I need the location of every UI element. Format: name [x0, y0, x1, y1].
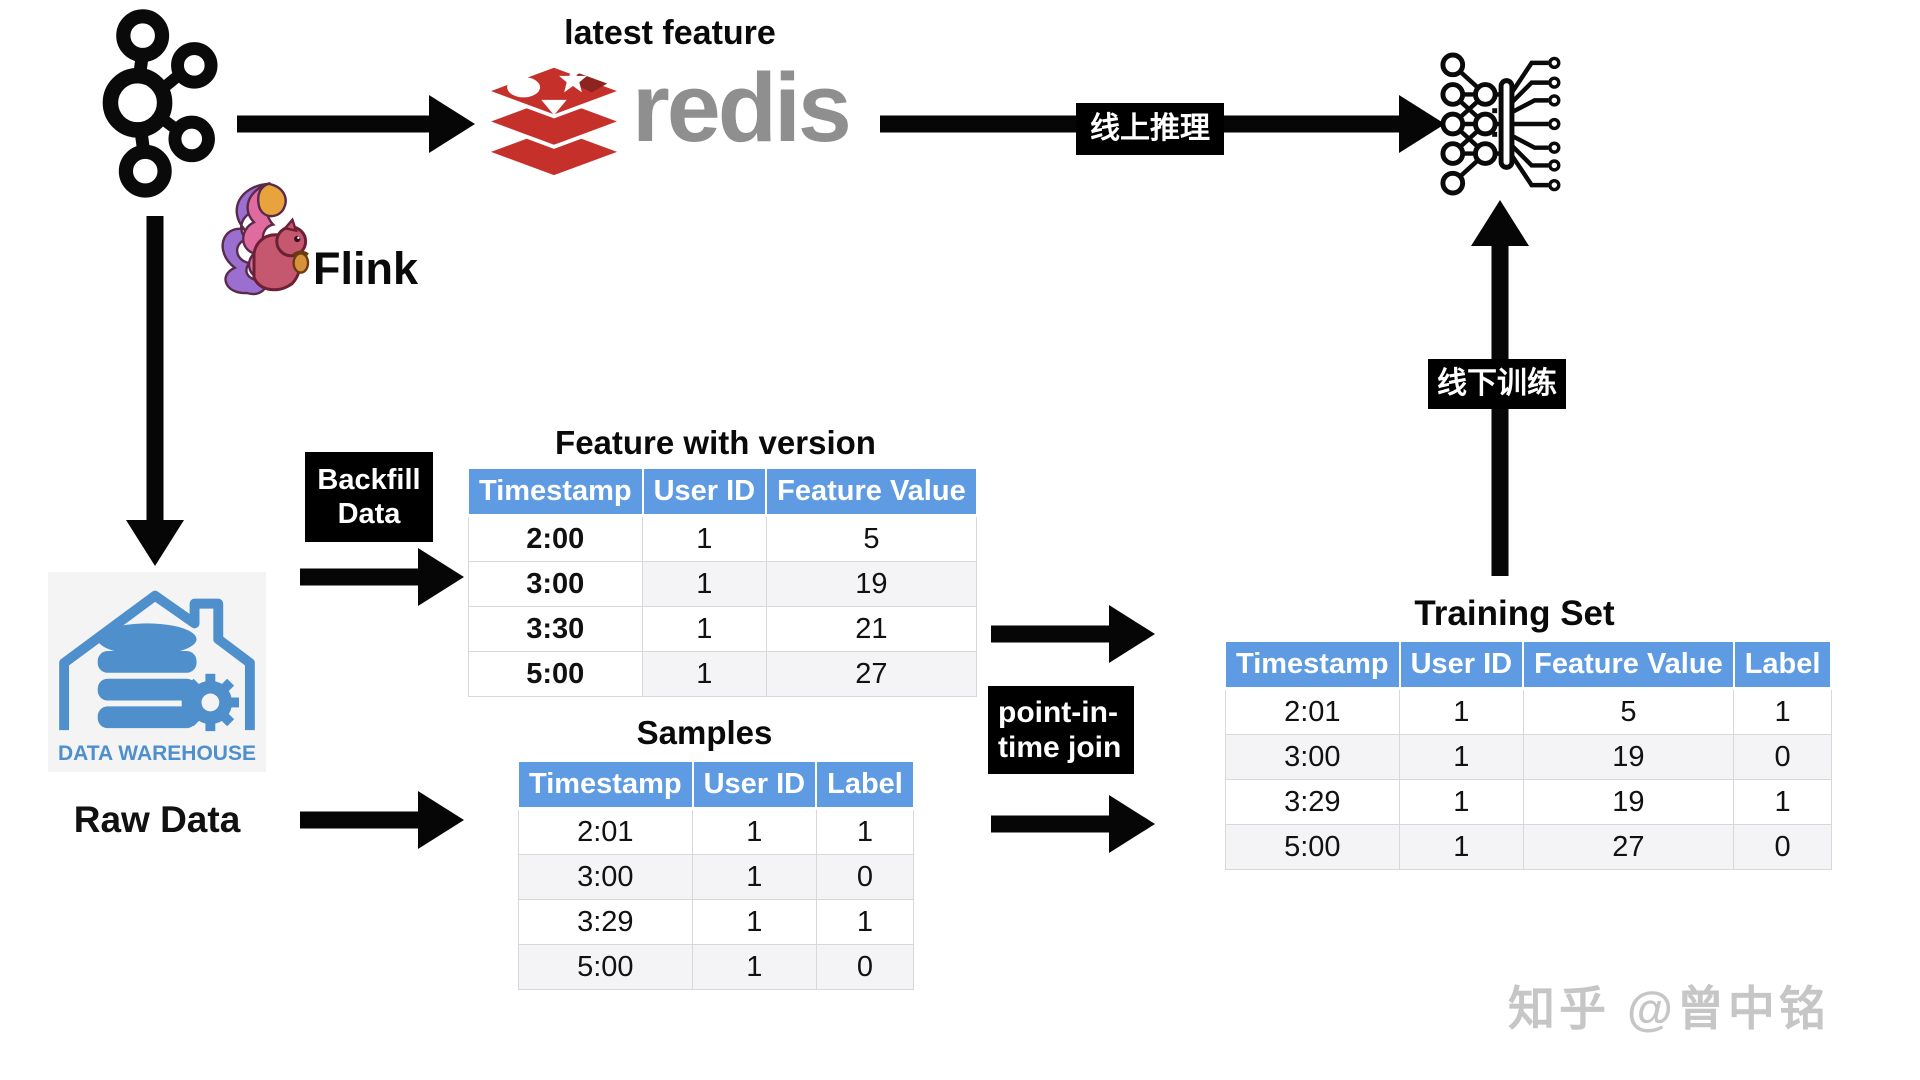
table-cell: 1	[1399, 734, 1524, 780]
table-cell: 1	[1399, 688, 1524, 735]
data-warehouse-label: DATA WAREHOUSE	[58, 742, 256, 765]
column-header: User ID	[1398, 640, 1525, 690]
column-header: Timestamp	[1224, 640, 1401, 690]
column-header: Label	[1732, 640, 1833, 690]
table-cell: 1	[692, 899, 817, 945]
data-warehouse-icon: DATA WAREHOUSE	[48, 572, 266, 772]
arrow-kafka-to-redis	[237, 95, 475, 153]
training-table-title: Training Set	[1414, 594, 1615, 633]
arrow-training-to-model	[1471, 200, 1529, 576]
table-cell: 1	[815, 899, 915, 945]
column-header: Timestamp	[517, 760, 694, 810]
table-cell: 3:00	[517, 854, 694, 900]
arrow-rawdata-to-samples-table	[300, 791, 464, 849]
table-cell: 0	[1733, 734, 1832, 780]
table-cell: 5:00	[467, 651, 644, 697]
flink-label: Flink	[313, 243, 419, 294]
samples-table-title: Samples	[636, 714, 773, 751]
table-cell: 1	[815, 808, 915, 855]
arrow-kafka-to-warehouse	[126, 216, 184, 566]
arrow-feature-to-training	[991, 605, 1155, 663]
table-cell: 5:00	[1224, 824, 1401, 870]
pit-line2: time join	[998, 731, 1122, 764]
online-inference-label: 线上推理	[1076, 103, 1224, 155]
column-header: Label	[815, 760, 915, 810]
table-cell: 2:00	[467, 515, 644, 562]
table-cell: 1	[1733, 779, 1832, 825]
table-cell: 2:01	[1224, 688, 1401, 735]
table-cell: 21	[765, 606, 978, 652]
table-cell: 1	[692, 854, 817, 900]
column-header: User ID	[641, 467, 768, 517]
kafka-logo-icon	[88, 6, 218, 206]
table-cell: 1	[1399, 824, 1524, 870]
neural-network-model-icon	[1438, 52, 1576, 197]
table-cell: 3:29	[517, 899, 694, 945]
table-cell: 19	[1522, 779, 1735, 825]
table-cell: 3:30	[467, 606, 644, 652]
pit-line1: point-in-	[998, 695, 1118, 729]
table-cell: 1	[692, 944, 817, 990]
column-header: Feature Value	[765, 467, 978, 517]
table-cell: 5:00	[517, 944, 694, 990]
column-header: Timestamp	[467, 467, 644, 517]
raw-data-label: Raw Data	[73, 799, 241, 840]
table-cell: 0	[815, 944, 915, 990]
table-cell: 1	[692, 808, 817, 855]
table-cell: 1	[1399, 779, 1524, 825]
redis-logo-icon	[478, 60, 630, 188]
redis-wordmark: redis	[632, 53, 852, 162]
table-cell: 19	[765, 561, 978, 607]
table-cell: 27	[765, 651, 978, 697]
table-cell: 2:01	[517, 808, 694, 855]
table-cell: 1	[1733, 688, 1832, 735]
point-in-time-join-label: point-in- time join	[988, 686, 1134, 774]
backfill-data-label: Backfill Data	[305, 452, 433, 542]
table-cell: 1	[642, 515, 767, 562]
table-cell: 5	[1522, 688, 1735, 735]
feature-table-title: Feature with version	[555, 424, 876, 461]
arrow-samples-to-training	[991, 795, 1155, 853]
table-cell: 19	[1522, 734, 1735, 780]
watermark-text: 知乎 @曾中铭	[1508, 982, 1830, 1035]
table-cell: 3:29	[1224, 779, 1401, 825]
table-cell: 0	[815, 854, 915, 900]
table-cell: 3:00	[467, 561, 644, 607]
table-cell: 27	[1522, 824, 1735, 870]
column-header: User ID	[691, 760, 818, 810]
latest-feature-label: latest feature	[564, 14, 776, 52]
offline-training-label: 线下训练	[1428, 359, 1566, 409]
table-cell: 1	[642, 606, 767, 652]
arrow-backfill-to-feature-table	[300, 548, 464, 606]
table-cell: 1	[642, 561, 767, 607]
backfill-line1: Backfill	[317, 463, 421, 496]
column-header: Feature Value	[1522, 640, 1735, 690]
flink-squirrel-icon	[206, 178, 314, 300]
table-cell: 1	[642, 651, 767, 697]
table-cell: 5	[765, 515, 978, 562]
table-cell: 3:00	[1224, 734, 1401, 780]
backfill-line2: Data	[337, 498, 401, 530]
table-cell: 0	[1733, 824, 1832, 870]
